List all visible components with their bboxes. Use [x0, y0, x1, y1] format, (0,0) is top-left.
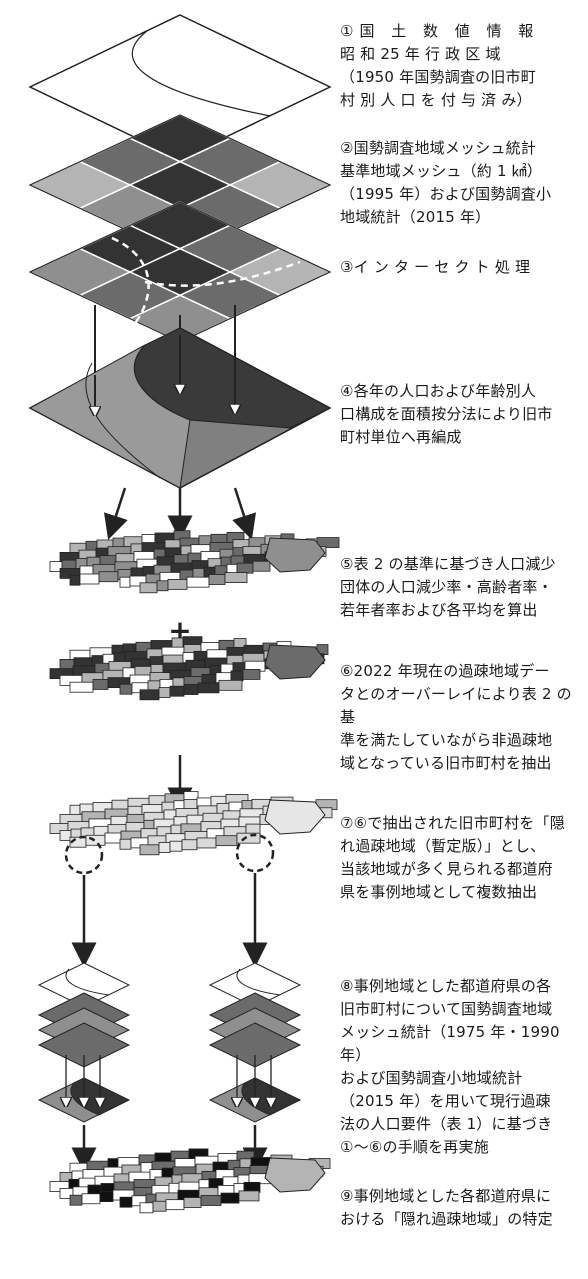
municipality-block: [168, 1182, 180, 1194]
step-8-text: ⑧事例地域とした都道府県の各旧市町村について国勢調査地域メッシュ統計（1975 …: [340, 977, 560, 1156]
step-7-text: ⑦⑥で抽出された旧市町村を「隠れ過疎地域（暫定版）」とし、当該地域が多く見られる…: [340, 814, 565, 901]
municipality-block: [119, 576, 131, 588]
municipality-block: [139, 1202, 154, 1214]
municipality-block: [196, 837, 217, 849]
municipality-block: [69, 574, 81, 586]
mini-boundary: [65, 968, 110, 996]
municipality-block: [218, 679, 243, 691]
aggregation-arrows: [103, 487, 257, 541]
municipality-block: [147, 680, 161, 692]
boundary-dashed-line: [111, 236, 150, 331]
municipality-block: [139, 689, 160, 701]
municipality-block: [208, 574, 226, 585]
map-depopulated-overlay: [49, 636, 329, 701]
municipality-block: [198, 535, 212, 547]
municipality-block: [264, 1157, 326, 1193]
municipality-block: [158, 687, 171, 698]
municipality-block: [264, 799, 326, 835]
municipality-block: [236, 832, 261, 844]
municipality-block: [236, 562, 254, 574]
municipality-block: [238, 1190, 260, 1202]
municipality-block: [245, 823, 261, 835]
municipality-block: [252, 560, 271, 572]
municipality-block: [200, 1195, 222, 1206]
step-1-text: ①国 土 数 値 情 報昭 和 25 年 行 政 区 域（1950 年国勢調査の…: [340, 22, 540, 109]
municipality-block: [156, 580, 169, 592]
step-4-text: ④各年の人口および年齢別人口構成を面積按分法により旧市町村単位へ再編成: [340, 382, 553, 446]
municipality-block: [104, 832, 122, 844]
map-hidden-depopulated-final: [49, 1148, 331, 1214]
map-hidden-depopulated-provisional: [49, 791, 338, 856]
highlight-circle-left: [64, 835, 104, 875]
municipality-block: [85, 834, 106, 846]
municipality-block: [59, 829, 72, 841]
municipality-block: [169, 840, 183, 852]
municipality-block: [169, 685, 185, 697]
municipality-block: [92, 679, 109, 690]
mini-stack-left: [37, 962, 131, 1123]
municipality-block: [152, 1200, 167, 1212]
step-9-text: ⑨事例地域とした各都道府県における「隠れ過疎地域」の特定: [340, 1187, 553, 1228]
step-3-text: ③イ ン タ ー セ ク ト 処 理: [340, 258, 531, 276]
municipality-block: [186, 576, 210, 588]
municipality-block: [183, 684, 199, 695]
municipality-block: [165, 1199, 185, 1211]
municipality-block: [183, 1197, 202, 1208]
step-6-text: ⑥2022 年現在の過疎地域データとのオーバーレイにより表 2 の基準を満たして…: [340, 662, 572, 772]
mini-boundary: [236, 968, 281, 996]
municipality-block: [81, 1193, 101, 1205]
municipality-block: [224, 572, 248, 584]
map-population-decline: [49, 530, 340, 594]
municipality-block: [181, 839, 198, 851]
municipality-block: [69, 681, 94, 693]
layer-reorganized: [28, 327, 332, 489]
step-5-text: ⑤表 2 の基準に基づき人口減少団体の人口減少率・高齢者率・若年者率および各平均…: [340, 555, 556, 619]
municipality-block: [183, 799, 198, 810]
municipality-block: [197, 682, 220, 694]
highlight-circle-right: [235, 833, 275, 873]
municipality-block: [79, 573, 100, 585]
municipality-block: [119, 1196, 133, 1208]
municipality-block: [230, 670, 244, 682]
municipality-block: [69, 1194, 83, 1206]
municipality-block: [119, 838, 132, 850]
municipality-block: [264, 644, 326, 680]
municipality-block: [167, 579, 188, 590]
municipality-block: [242, 669, 261, 680]
municipality-block: [220, 1192, 240, 1204]
municipality-block: [98, 571, 119, 583]
municipality-block: [215, 835, 238, 847]
municipality-block: [119, 683, 133, 695]
municipality-block: [171, 637, 184, 649]
municipality-block: [59, 659, 75, 670]
step-2-text: ②国勢調査地域メッシュ統計基準地域メッシュ（約 1 ㎢）（1995 年）および国…: [340, 139, 552, 226]
mini-stack-right: [208, 962, 302, 1123]
municipality-block: [264, 537, 326, 573]
municipality-block: [99, 1191, 114, 1203]
municipality-block: [139, 582, 158, 594]
municipality-block: [69, 804, 81, 816]
boundary-dashed-line: [144, 260, 301, 287]
municipality-block: [139, 844, 160, 856]
municipality-block: [158, 842, 171, 853]
